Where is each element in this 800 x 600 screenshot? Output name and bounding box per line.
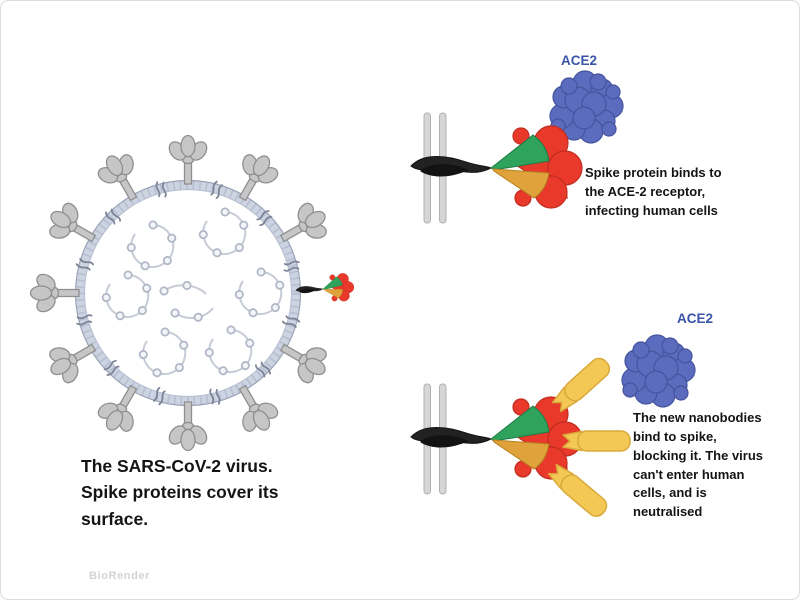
nanobody-caption: The new nanobodies bind to spike, blocki… bbox=[633, 410, 764, 520]
ace2-label-bottom: ACE2 bbox=[677, 311, 714, 326]
virus-membrane-beads bbox=[76, 181, 300, 405]
virus-illustration bbox=[29, 134, 356, 452]
spike-stem bbox=[410, 426, 492, 449]
virus-outline-inner bbox=[83, 188, 293, 398]
highlighted-spike-protein bbox=[295, 272, 356, 303]
nanobody-middle bbox=[562, 430, 631, 452]
virus-caption: The SARS-CoV-2 virus. Spike proteins cov… bbox=[81, 456, 279, 529]
spike-stem bbox=[410, 155, 492, 178]
ace2-receptor-blocked bbox=[621, 334, 696, 408]
binding-caption: Spike protein binds to the ACE-2 recepto… bbox=[585, 165, 722, 218]
ace2-label-top: ACE2 bbox=[561, 53, 598, 68]
watermark: BioRender bbox=[89, 570, 151, 582]
